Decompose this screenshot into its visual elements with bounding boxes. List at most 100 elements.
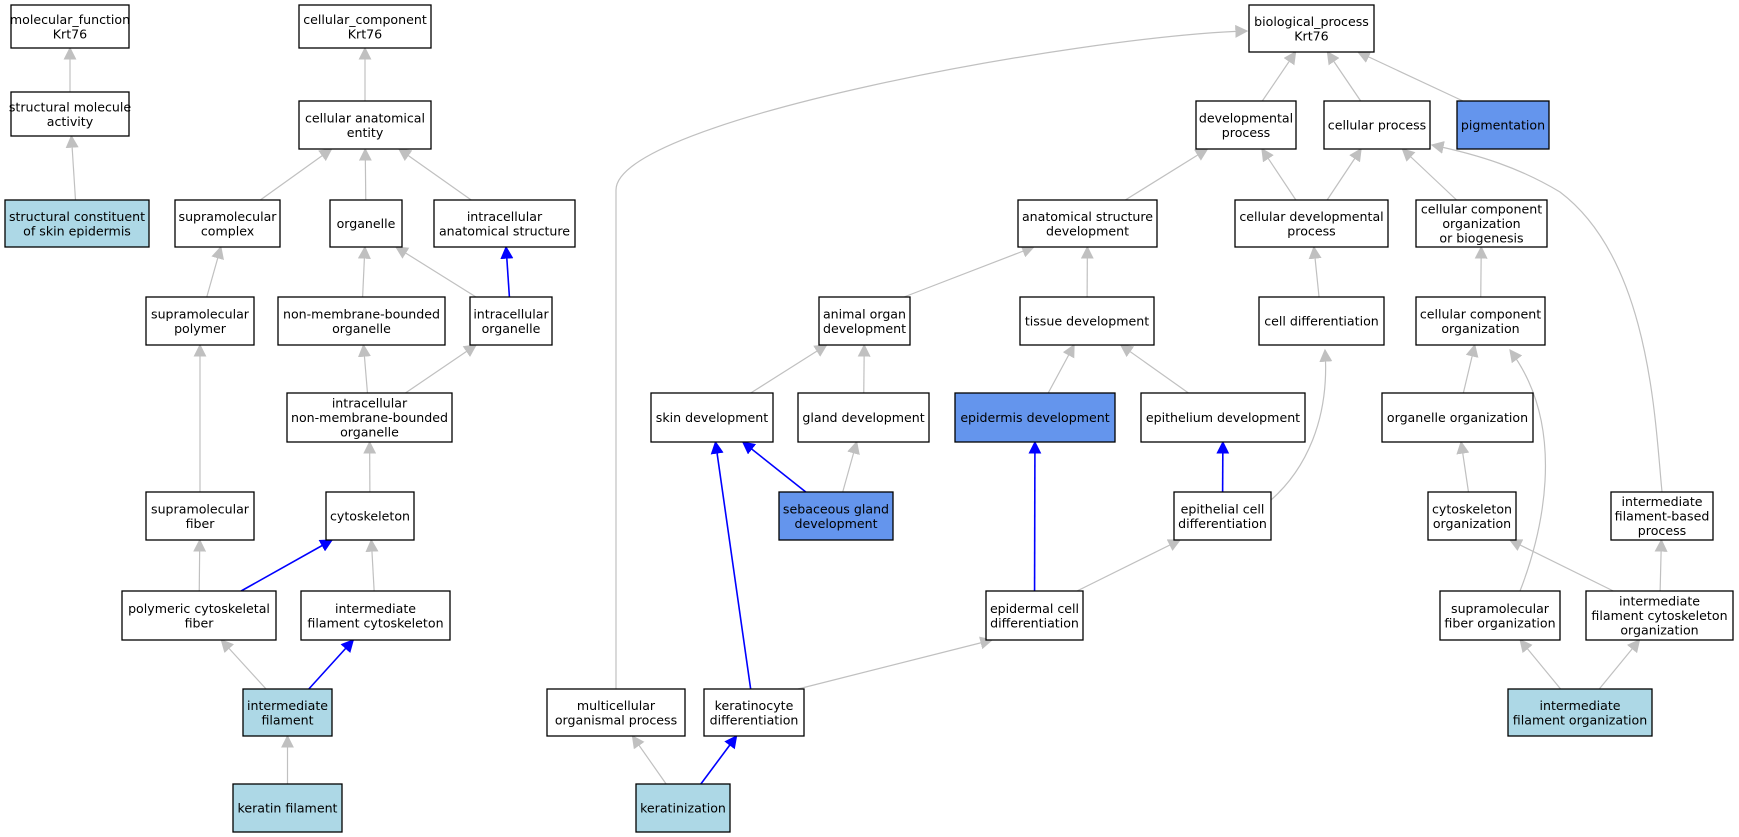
edge-cd-to-cdp bbox=[1308, 245, 1322, 298]
node-label-line: polymeric cytoskeletal bbox=[128, 601, 270, 616]
edge-if-to-ifc bbox=[308, 639, 355, 690]
go-term-node-pig: pigmentation bbox=[1456, 100, 1550, 150]
node-label-line: intermediate bbox=[1621, 494, 1702, 509]
node-label-line: epithelium development bbox=[1146, 410, 1300, 425]
node-label-line: animal organ bbox=[823, 306, 906, 321]
edge-epcd-to-ecd bbox=[1076, 539, 1182, 592]
node-box bbox=[298, 4, 432, 49]
edge-inmbo-to-io bbox=[405, 344, 478, 394]
node-box bbox=[1439, 590, 1561, 641]
node-label-line: polymer bbox=[174, 321, 227, 336]
go-term-node-ed: epidermis development bbox=[954, 392, 1116, 443]
go-term-node-epd: epithelium development bbox=[1140, 392, 1306, 443]
node-box bbox=[300, 590, 451, 641]
node-label-line: process bbox=[1287, 223, 1335, 238]
edge-smp-to-smcx bbox=[206, 245, 224, 298]
node-label-line: cellular developmental bbox=[1239, 209, 1383, 224]
edge-cdp-to-cellp bbox=[1326, 147, 1362, 201]
node-label-line: cellular component bbox=[1420, 306, 1541, 321]
edge-epd-to-td bbox=[1119, 344, 1189, 394]
node-label-line: intermediate bbox=[1539, 698, 1620, 713]
edge-pcf-to-smf bbox=[193, 538, 207, 592]
edge-ifo-to-sfo bbox=[1519, 638, 1562, 690]
edge-inmbo-to-nmbo bbox=[357, 343, 371, 394]
node-label-line: organismal process bbox=[555, 712, 677, 727]
node-label-line: anatomical structure bbox=[439, 223, 570, 238]
node-label-line: tissue development bbox=[1025, 314, 1149, 329]
node-box bbox=[1140, 392, 1306, 443]
node-label-line: Krt76 bbox=[1294, 28, 1328, 43]
go-term-node-cyto: cytoskeleton bbox=[325, 491, 415, 541]
node-label-line: filament organization bbox=[1513, 712, 1647, 727]
node-box bbox=[650, 392, 774, 443]
node-box bbox=[1507, 688, 1653, 737]
node-box bbox=[778, 491, 894, 541]
node-label-line: fiber bbox=[185, 615, 215, 630]
node-box bbox=[1610, 491, 1714, 541]
node-label-line: entity bbox=[347, 125, 384, 140]
node-box bbox=[635, 783, 731, 833]
edge-io-to-ias bbox=[500, 245, 514, 298]
node-label-line: keratinization bbox=[640, 801, 726, 816]
node-label-line: cellular process bbox=[1328, 118, 1426, 133]
edge-ker-to-mop bbox=[631, 734, 667, 785]
node-label-line: filament cytoskeleton bbox=[307, 615, 443, 630]
edge-cellp-to-bp bbox=[1326, 50, 1362, 102]
node-box bbox=[121, 590, 277, 641]
edge-asd-to-devp bbox=[1124, 148, 1209, 201]
node-label-line: cytoskeleton bbox=[1432, 501, 1512, 516]
node-label-line: intracellular bbox=[473, 306, 549, 321]
node-label-line: organization bbox=[1433, 516, 1511, 531]
node-label-line: development bbox=[1046, 223, 1129, 238]
node-label-line: organelle bbox=[340, 425, 399, 440]
node-box bbox=[469, 296, 553, 346]
node-label-line: intracellular bbox=[467, 209, 543, 224]
node-box bbox=[1258, 296, 1385, 346]
node-label-line: development bbox=[823, 321, 906, 336]
edge-nmbo-to-org bbox=[357, 245, 371, 298]
node-label-line: filament-based bbox=[1615, 509, 1710, 524]
node-label-line: organization bbox=[1441, 321, 1519, 336]
node-box bbox=[1173, 491, 1272, 541]
edge-co-to-oo bbox=[1456, 440, 1470, 493]
node-box bbox=[1415, 199, 1548, 248]
node-box bbox=[298, 100, 432, 150]
node-label-line: organelle bbox=[332, 321, 391, 336]
node-label-line: organization bbox=[1442, 216, 1520, 231]
node-label-line: supramolecular bbox=[179, 209, 278, 224]
edge-io-to-org bbox=[394, 246, 477, 298]
edge-scse-to-sma bbox=[65, 134, 79, 201]
node-label-line: complex bbox=[201, 223, 255, 238]
go-term-node-gd: gland development bbox=[797, 392, 930, 443]
edge-ifco-to-co bbox=[1508, 539, 1614, 592]
go-term-node-inmbo: intracellularnon-membrane-boundedorganel… bbox=[286, 392, 453, 443]
node-label-line: sebaceous gland bbox=[783, 501, 889, 516]
node-box bbox=[1323, 100, 1431, 150]
go-term-node-cellp: cellular process bbox=[1323, 100, 1431, 150]
node-label-line: fiber bbox=[186, 516, 216, 531]
edge-aod-to-asd bbox=[903, 245, 1035, 298]
node-label-line: pigmentation bbox=[1461, 118, 1545, 133]
edge-kd-to-epcd bbox=[797, 636, 994, 690]
node-box bbox=[985, 590, 1084, 641]
edge-mop-to-bp bbox=[615, 24, 1249, 690]
edge-devp-to-bp bbox=[1261, 50, 1297, 102]
edge-cdp-to-devp bbox=[1261, 147, 1297, 201]
edge-ifc-to-cyto bbox=[365, 538, 379, 592]
